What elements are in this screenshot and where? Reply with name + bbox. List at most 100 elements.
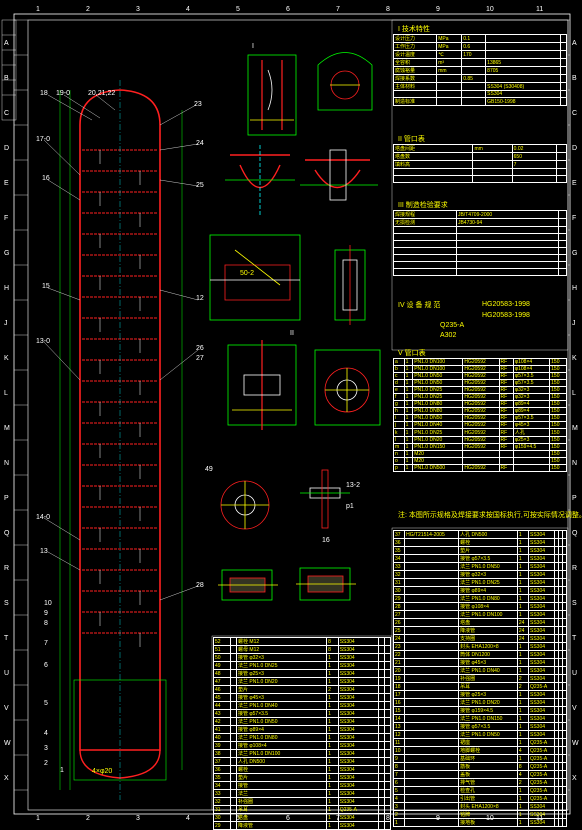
table-cell: SS304	[528, 586, 556, 595]
table-cell	[562, 762, 567, 771]
table-cell: 人孔	[512, 428, 551, 437]
table-cell: f	[393, 393, 405, 401]
table-cell: 52	[212, 637, 232, 646]
table-cell: 43	[212, 709, 232, 718]
table-cell: 150	[549, 365, 567, 373]
table-cell	[383, 725, 392, 734]
table-cell: l	[393, 436, 405, 444]
table-cell: 法兰 PN1.0 DN80	[458, 594, 518, 603]
table-cell: 2	[516, 778, 530, 787]
table-cell: 1	[403, 372, 414, 380]
leader-line	[47, 551, 81, 571]
border-row-letter: A	[572, 40, 577, 47]
table-cell	[404, 818, 460, 827]
table-cell	[462, 450, 500, 458]
detail-label-13-2: 13-2	[346, 482, 361, 489]
leader-line	[159, 104, 197, 126]
table-cell: 150	[549, 464, 567, 472]
table-cell: 法兰 PN1.0 DN100	[236, 749, 328, 758]
table-cell: 1	[516, 794, 530, 803]
table-cell: j	[393, 421, 405, 429]
tag-25: 25	[196, 182, 204, 189]
table-cell: 1	[326, 821, 339, 830]
table-cell: SS304	[337, 749, 380, 758]
table-cell	[383, 693, 392, 702]
table-cell: SS304	[337, 637, 380, 646]
table-cell: 封头 EHA1200×8	[458, 642, 518, 651]
table-cell: PN1.0 DN50	[412, 379, 464, 387]
table-cell: 法兰 PN1.0 DN50	[458, 730, 518, 739]
table-cell: HG20592	[462, 428, 500, 437]
border-row-letter: Q	[4, 530, 10, 537]
table-cell: 法兰 PN1.0 DN150	[458, 714, 518, 723]
table-cell: i	[393, 414, 405, 422]
table-cell	[404, 770, 460, 779]
tag-19-0: 19-0	[56, 90, 71, 97]
table-cell: 26	[392, 618, 406, 627]
table-cell: 35	[212, 773, 232, 782]
table-cell	[383, 709, 392, 718]
table-cell: φ108×4	[512, 358, 551, 366]
border-row-letter: M	[572, 425, 578, 432]
table-cell	[404, 778, 460, 787]
tag-20-22: 20,21,22	[88, 90, 116, 97]
tag-23: 23	[194, 101, 202, 108]
table-cell: 150	[549, 450, 567, 458]
table-cell: 塔盘	[236, 813, 328, 822]
detail-manhole	[317, 52, 373, 111]
table-cell: 铭牌	[458, 810, 518, 819]
table-cell: 38	[212, 749, 232, 758]
border-row-letter: K	[4, 355, 9, 362]
table-cell: Q235-A	[528, 778, 556, 787]
table-cell: 1	[326, 805, 339, 814]
table-cell: 1	[516, 554, 530, 563]
table-cell: 人孔 DN500	[458, 530, 518, 539]
table-cell: HG20592	[462, 436, 500, 444]
border-row-letter: T	[572, 635, 577, 642]
leader-line	[47, 179, 81, 201]
table-cell: 法兰 PN1.0 DN40	[236, 701, 328, 710]
table-cell: 32	[212, 797, 232, 806]
detail-nozzle-side	[300, 469, 350, 529]
table-cell: φ25×3	[512, 436, 551, 444]
table-cell	[383, 797, 392, 806]
table-cell: PN1.0 DN50	[412, 372, 464, 380]
table-cell: SS304	[337, 701, 380, 710]
table-cell	[512, 457, 551, 465]
table-cell: 1	[326, 765, 339, 774]
table-cell	[383, 773, 392, 782]
table-cell: HG20592	[462, 358, 500, 366]
leader-line	[159, 585, 199, 601]
table-cell	[562, 666, 567, 675]
table-cell: 2	[326, 685, 339, 694]
table-cell: SS304	[528, 674, 556, 683]
border-row-letter: Q	[572, 530, 578, 537]
detail-views	[209, 52, 381, 601]
table-cell: 1	[516, 546, 530, 555]
table-cell: 36	[392, 538, 406, 547]
table-cell: 盖板	[458, 770, 518, 779]
table-cell: 基础环	[458, 754, 518, 763]
table-cell: SS304	[528, 538, 556, 547]
table-cell: 30	[212, 813, 232, 822]
table-cell	[404, 722, 460, 731]
table-cell	[404, 594, 460, 603]
border-row-letter: G	[572, 250, 578, 257]
table-cell: 150	[549, 407, 567, 415]
general-note: 注: 本图所示规格及焊接要求按国标执行,可按实际情况调整。	[398, 512, 582, 519]
table-cell: 39	[212, 741, 232, 750]
border-col-number: 6	[286, 6, 290, 13]
table-cell: SS304	[337, 757, 380, 766]
leader-line	[43, 139, 81, 176]
table-cell: 螺母 M12	[236, 645, 328, 654]
table-cell	[383, 637, 392, 646]
